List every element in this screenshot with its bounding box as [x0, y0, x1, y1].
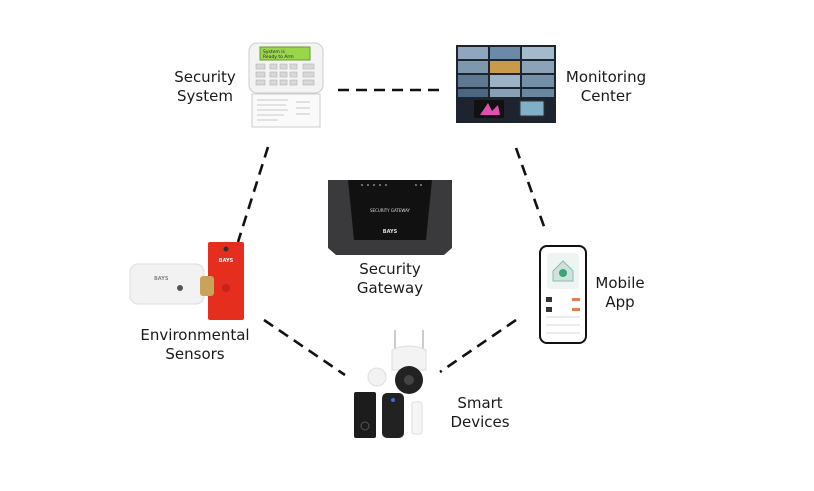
gateway-brand-logo: BAYS: [383, 229, 398, 235]
svg-text:BAYS: BAYS: [154, 276, 169, 282]
monitoring-center-node: [456, 45, 556, 123]
security-gateway-label: Security Gateway: [356, 260, 424, 297]
smart-devices-node: [352, 330, 452, 440]
security-gateway-node: SECURITY GATEWAY BAYS: [326, 176, 454, 256]
keypad-screen-text: System is: [263, 49, 285, 55]
water-valve-sensor-icon: BAYS BAYS: [129, 242, 244, 320]
gateway-router-icon: SECURITY GATEWAY BAYS: [328, 180, 452, 255]
smart-devices-label: Smart Devices: [450, 394, 510, 431]
monitoring-center-label: Monitoring Center: [565, 68, 647, 105]
environmental-sensors-label: Environmental Sensors: [140, 326, 250, 363]
connection-security-environmental: [236, 146, 270, 243]
security-system-label: Security System: [174, 68, 236, 105]
keypad-icon: System is Ready to Arm: [248, 42, 324, 128]
security-system-node: System is Ready to Arm: [248, 42, 324, 128]
connection-monitoring-mobile: [514, 147, 548, 233]
connection-mobile-smart: [439, 318, 517, 374]
svg-text:Ready to Arm: Ready to Arm: [263, 54, 294, 60]
smart-devices-icon: [354, 330, 427, 438]
mobile-app-node: [539, 245, 587, 344]
environmental-sensors-node: BAYS BAYS: [128, 242, 246, 320]
svg-text:BAYS: BAYS: [219, 258, 234, 264]
gateway-device-text: SECURITY GATEWAY: [370, 208, 411, 213]
mobile-app-label: Mobile App: [595, 274, 645, 311]
smartphone-icon: [539, 245, 587, 344]
connection-environmental-smart: [263, 318, 346, 377]
video-wall-icon: [456, 45, 556, 123]
